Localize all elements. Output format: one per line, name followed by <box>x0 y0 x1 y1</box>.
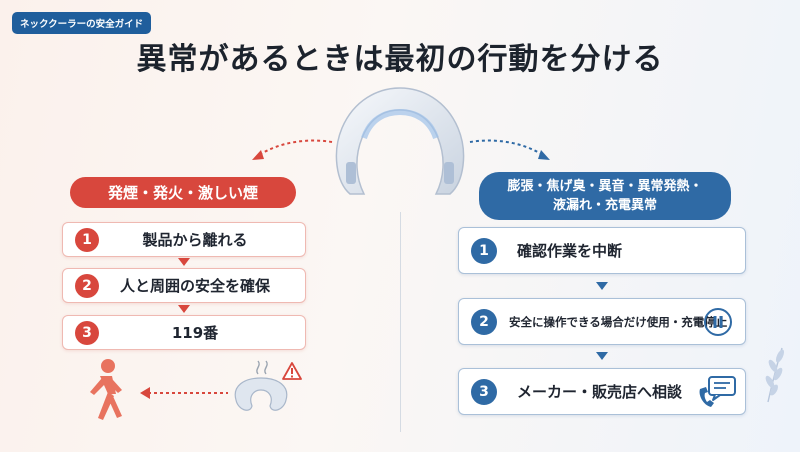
leaf-icon <box>765 347 785 403</box>
step-number: 3 <box>471 378 497 405</box>
step-label: 確認作業を中断 <box>517 242 623 260</box>
header-line-2: 液漏れ・充電異常 <box>552 198 657 213</box>
neck-cooler-icon <box>335 87 465 195</box>
pause-icon <box>704 308 732 336</box>
step-number: 2 <box>75 273 99 298</box>
phone-chat-icon <box>699 376 736 407</box>
step-arrow-icon <box>596 352 608 360</box>
step-arrow-icon <box>596 282 608 290</box>
step-number: 1 <box>75 227 99 252</box>
center-divider <box>400 212 401 432</box>
right-arrow <box>469 139 550 160</box>
left-step-2: 2 人と周囲の安全を確保 <box>62 268 306 303</box>
left-step-3: 3 119番 <box>62 315 306 350</box>
abnormal-signs-header: 膨張・焦げ臭・異音・異常発熱・ 液漏れ・充電異常 <box>479 172 731 220</box>
step-number: 3 <box>75 320 99 345</box>
step-arrow-icon <box>178 258 190 266</box>
step-number: 2 <box>471 308 497 335</box>
step-label: 製品から離れる <box>142 231 248 249</box>
step-arrow-icon <box>178 305 190 313</box>
left-arrow <box>252 139 333 160</box>
step-label: 安全に操作できる場合だけ使用・充電停止 <box>509 314 728 329</box>
step-label: 人と周囲の安全を確保 <box>119 277 270 295</box>
guide-tag: ネッククーラーの安全ガイド <box>12 12 152 34</box>
step-number: 1 <box>471 237 497 264</box>
right-step-1: 1 確認作業を中断 <box>458 227 746 274</box>
warning-icon <box>282 362 302 380</box>
left-step-1: 1 製品から離れる <box>62 222 306 257</box>
overheating-cooler-icon <box>234 360 288 411</box>
step-label: 119番 <box>171 324 219 342</box>
fire-smoke-header: 発煙・発火・激しい煙 <box>70 177 296 208</box>
step-label: メーカー・販売店へ相談 <box>517 383 683 401</box>
right-step-3: 3 メーカー・販売店へ相談 <box>458 368 746 415</box>
page-title: 異常があるときは最初の行動を分ける <box>136 42 664 77</box>
right-step-2: 2 安全に操作できる場合だけ使用・充電停止 <box>458 298 746 345</box>
person-walking-icon <box>90 359 122 420</box>
away-arrow-icon <box>140 387 228 399</box>
header-line-1: 膨張・焦げ臭・異音・異常発熱・ <box>507 179 703 194</box>
